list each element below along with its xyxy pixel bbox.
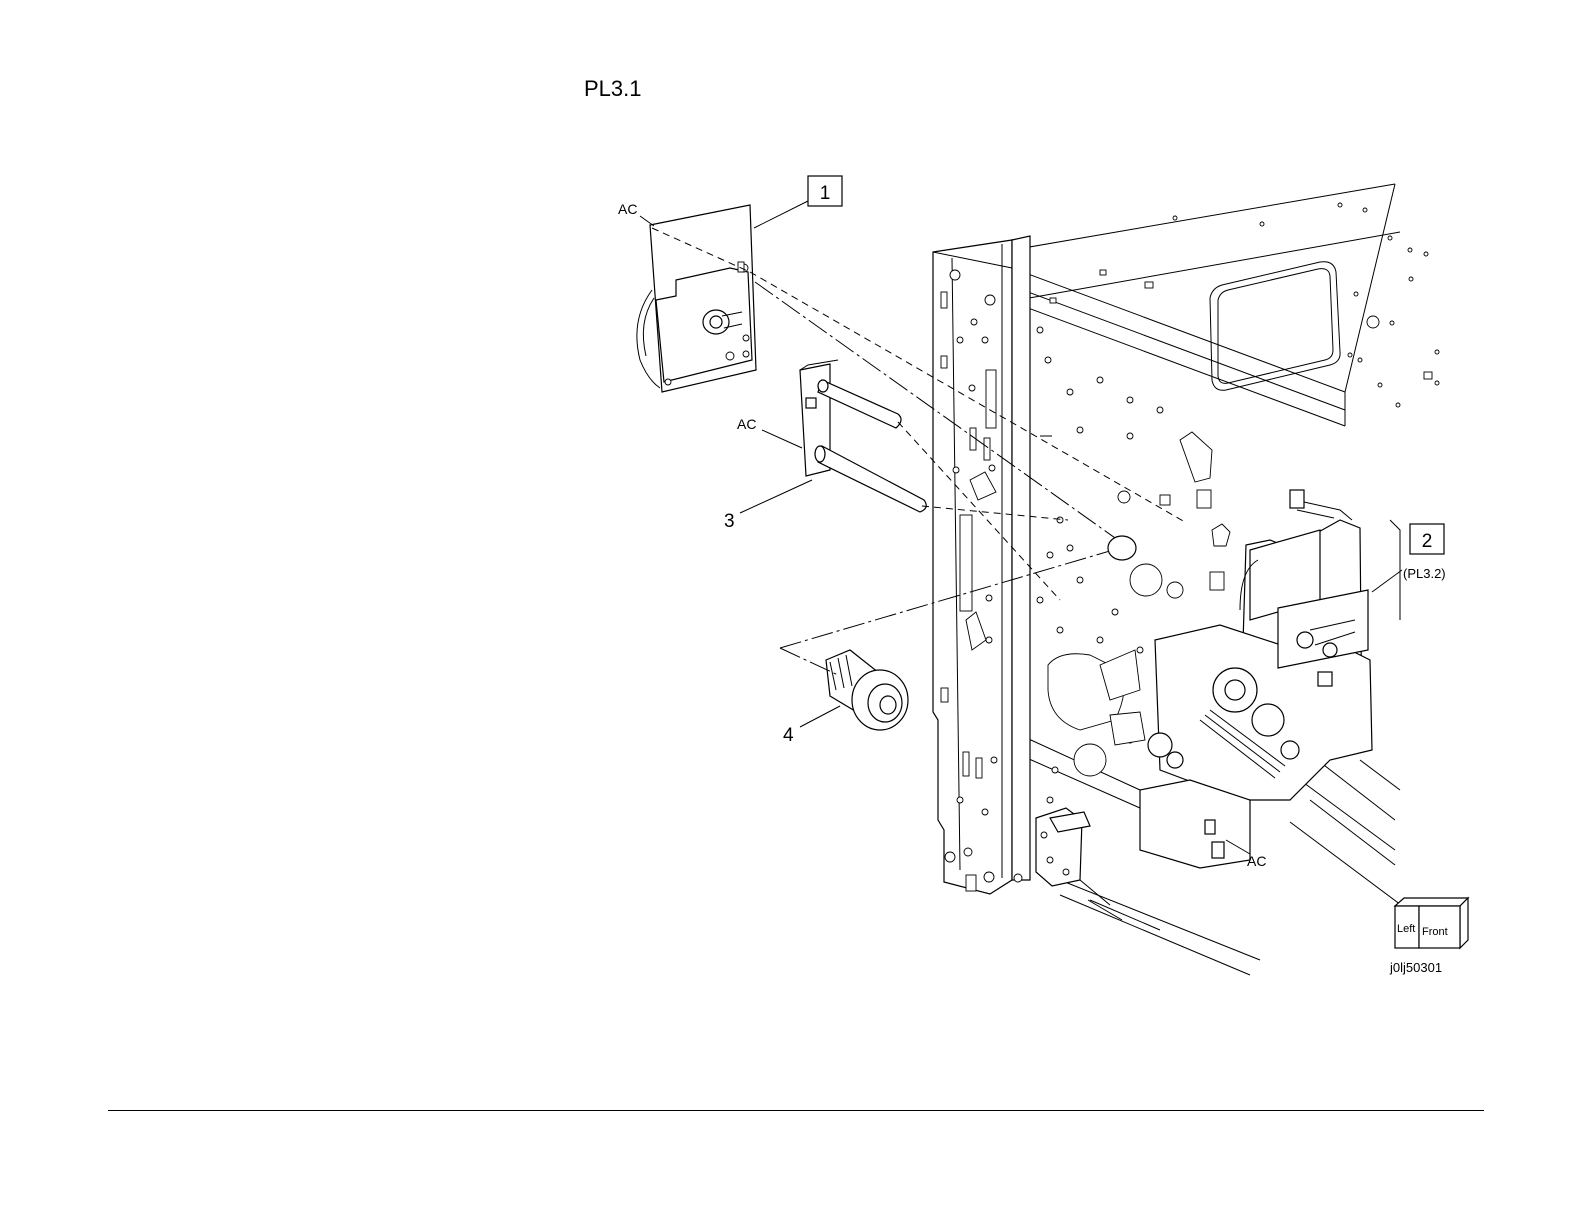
callout-2-reference: (PL3.2) xyxy=(1403,566,1446,581)
callout-4-label: 4 xyxy=(783,725,794,746)
ac-note-top-label: AC xyxy=(618,201,637,217)
orientation-left-label: Left xyxy=(1397,923,1415,935)
motor-bracket-item-1 xyxy=(637,205,756,392)
shaft-bracket-item-3 xyxy=(800,360,926,512)
orientation-front-label: Front xyxy=(1422,926,1448,938)
callout-1: 1 xyxy=(754,176,842,228)
ac-note-bottom-label: AC xyxy=(1247,853,1266,869)
ac-note-top: AC xyxy=(618,201,654,226)
orientation-cube: Left Front xyxy=(1395,898,1468,948)
callout-2: 2 (PL3.2) xyxy=(1372,524,1446,592)
ac-note-mid-label: AC xyxy=(737,416,756,432)
callout-1-label: 1 xyxy=(820,183,831,204)
callout-2-label: 2 xyxy=(1422,531,1433,552)
gear-item-4 xyxy=(826,650,908,730)
callout-3: 3 xyxy=(724,480,812,532)
figure-id: j0lj50301 xyxy=(1389,960,1442,975)
callout-3-label: 3 xyxy=(724,511,735,532)
ac-note-mid: AC xyxy=(737,416,802,448)
callout-4: 4 xyxy=(783,706,840,746)
footer-rule xyxy=(108,1110,1484,1111)
drive-assembly xyxy=(1140,490,1372,868)
